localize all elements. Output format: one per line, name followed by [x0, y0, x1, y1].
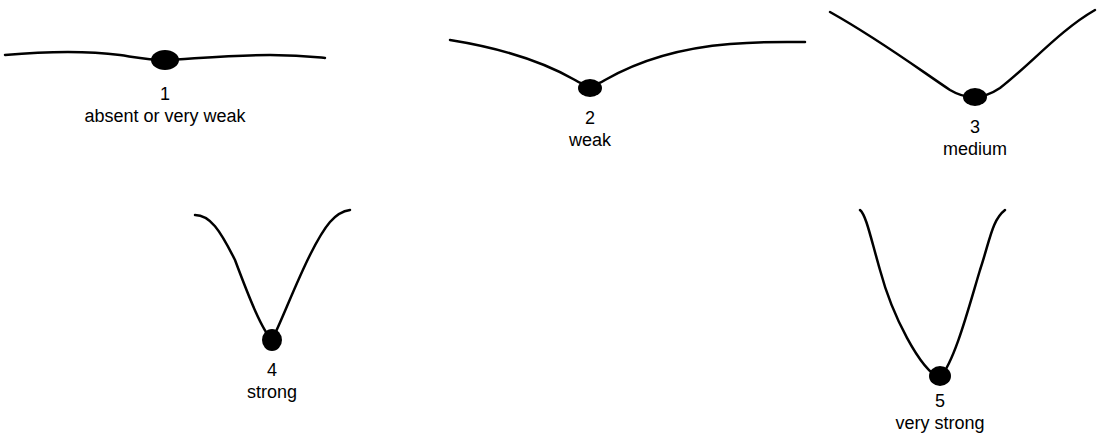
- strength-label: medium: [825, 139, 1099, 160]
- callout-number: 3: [825, 117, 1099, 138]
- strength-label: strong: [122, 382, 422, 403]
- curve-weak: [450, 40, 805, 85]
- dot: [929, 366, 951, 386]
- strength-label: absent or very weak: [15, 106, 315, 127]
- strength-label: very strong: [790, 413, 1090, 434]
- curve-medium: [830, 10, 1095, 97]
- dot: [151, 50, 179, 70]
- dot: [578, 79, 602, 97]
- dot: [262, 329, 282, 351]
- strength-label: weak: [440, 130, 740, 151]
- dot: [963, 88, 987, 106]
- callout-number: 2: [440, 108, 740, 129]
- curve-strong: [195, 210, 350, 340]
- callout-number: 1: [15, 84, 315, 105]
- callout-number: 4: [122, 360, 422, 381]
- curve-very-strong: [860, 210, 1005, 378]
- callout-number: 5: [790, 391, 1090, 412]
